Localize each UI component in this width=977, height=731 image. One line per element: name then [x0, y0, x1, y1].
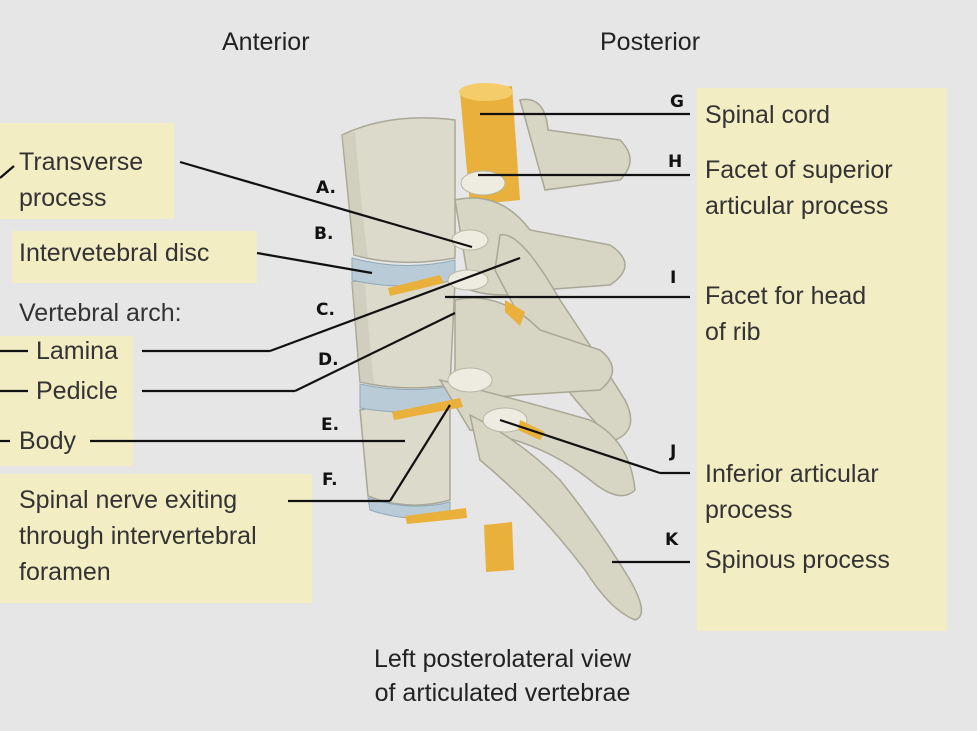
spinal-cord-label: Spinal cord	[705, 101, 831, 129]
annotation-letter-a: A.	[316, 178, 336, 198]
annotation-letter-k: K	[665, 530, 679, 550]
facet-highlights	[447, 170, 528, 433]
annotation-letter-h: H	[668, 152, 683, 172]
disc-label-box	[12, 231, 257, 283]
nerve-label-box	[0, 474, 312, 603]
spinal-nerve-label-line1: Spinal nerve exiting	[19, 486, 238, 514]
annotation-letter-e: E.	[321, 415, 340, 435]
annotation-letter-j: J	[670, 442, 677, 462]
body-shading	[342, 132, 374, 384]
annotation-letter-f: F.	[322, 470, 338, 490]
transverse-process-label-line1: Transverse	[19, 148, 144, 176]
caption-line2: of articulated vertebrae	[374, 679, 631, 707]
arch-label-box	[0, 336, 133, 466]
facet-superior-label-line2: articular process	[705, 192, 889, 220]
spinal-nerve-label-line2: through intervertebral	[19, 522, 257, 550]
annotation-letter-d: D.	[318, 350, 339, 370]
annotation-letter-b: B.	[314, 224, 334, 244]
facet-rib-label-line2: of rib	[705, 318, 761, 346]
facet-superior-label-line1: Facet of superior	[705, 156, 893, 184]
figure-caption: Left posterolateral view of articulated …	[330, 642, 675, 710]
leader-lines	[0, 112, 690, 564]
anterior-heading: Anterior	[222, 28, 310, 56]
right-label-box	[697, 88, 947, 631]
lamina-label: Lamina	[36, 337, 118, 365]
transverse-process-label-line2: process	[19, 184, 107, 212]
annotation-letter-g: G	[670, 92, 684, 112]
spinal-nerves	[388, 275, 545, 524]
caption-line1: Left posterolateral view	[373, 645, 632, 673]
facet-rib-label-line1: Facet for head	[705, 282, 867, 310]
transverse-label-box	[0, 123, 174, 219]
pedicle-label: Pedicle	[36, 377, 118, 405]
inferior-articular-label-line2: process	[705, 496, 793, 524]
annotation-letter-c: C.	[316, 300, 335, 320]
spinal-cord-shape	[459, 83, 520, 572]
body-label: Body	[19, 427, 76, 455]
intervertebral-disc-label: Intervetebral disc	[19, 239, 210, 267]
posterior-heading: Posterior	[600, 28, 701, 56]
spinal-nerve-label-line3: foramen	[19, 558, 111, 586]
inferior-articular-label-line1: Inferior articular	[705, 460, 879, 488]
annotation-letter-i: I	[670, 268, 677, 288]
spinous-process-label: Spinous process	[705, 546, 890, 574]
vertebral-arch-label: Vertebral arch:	[19, 299, 182, 327]
vertebral-bodies	[341, 117, 456, 506]
